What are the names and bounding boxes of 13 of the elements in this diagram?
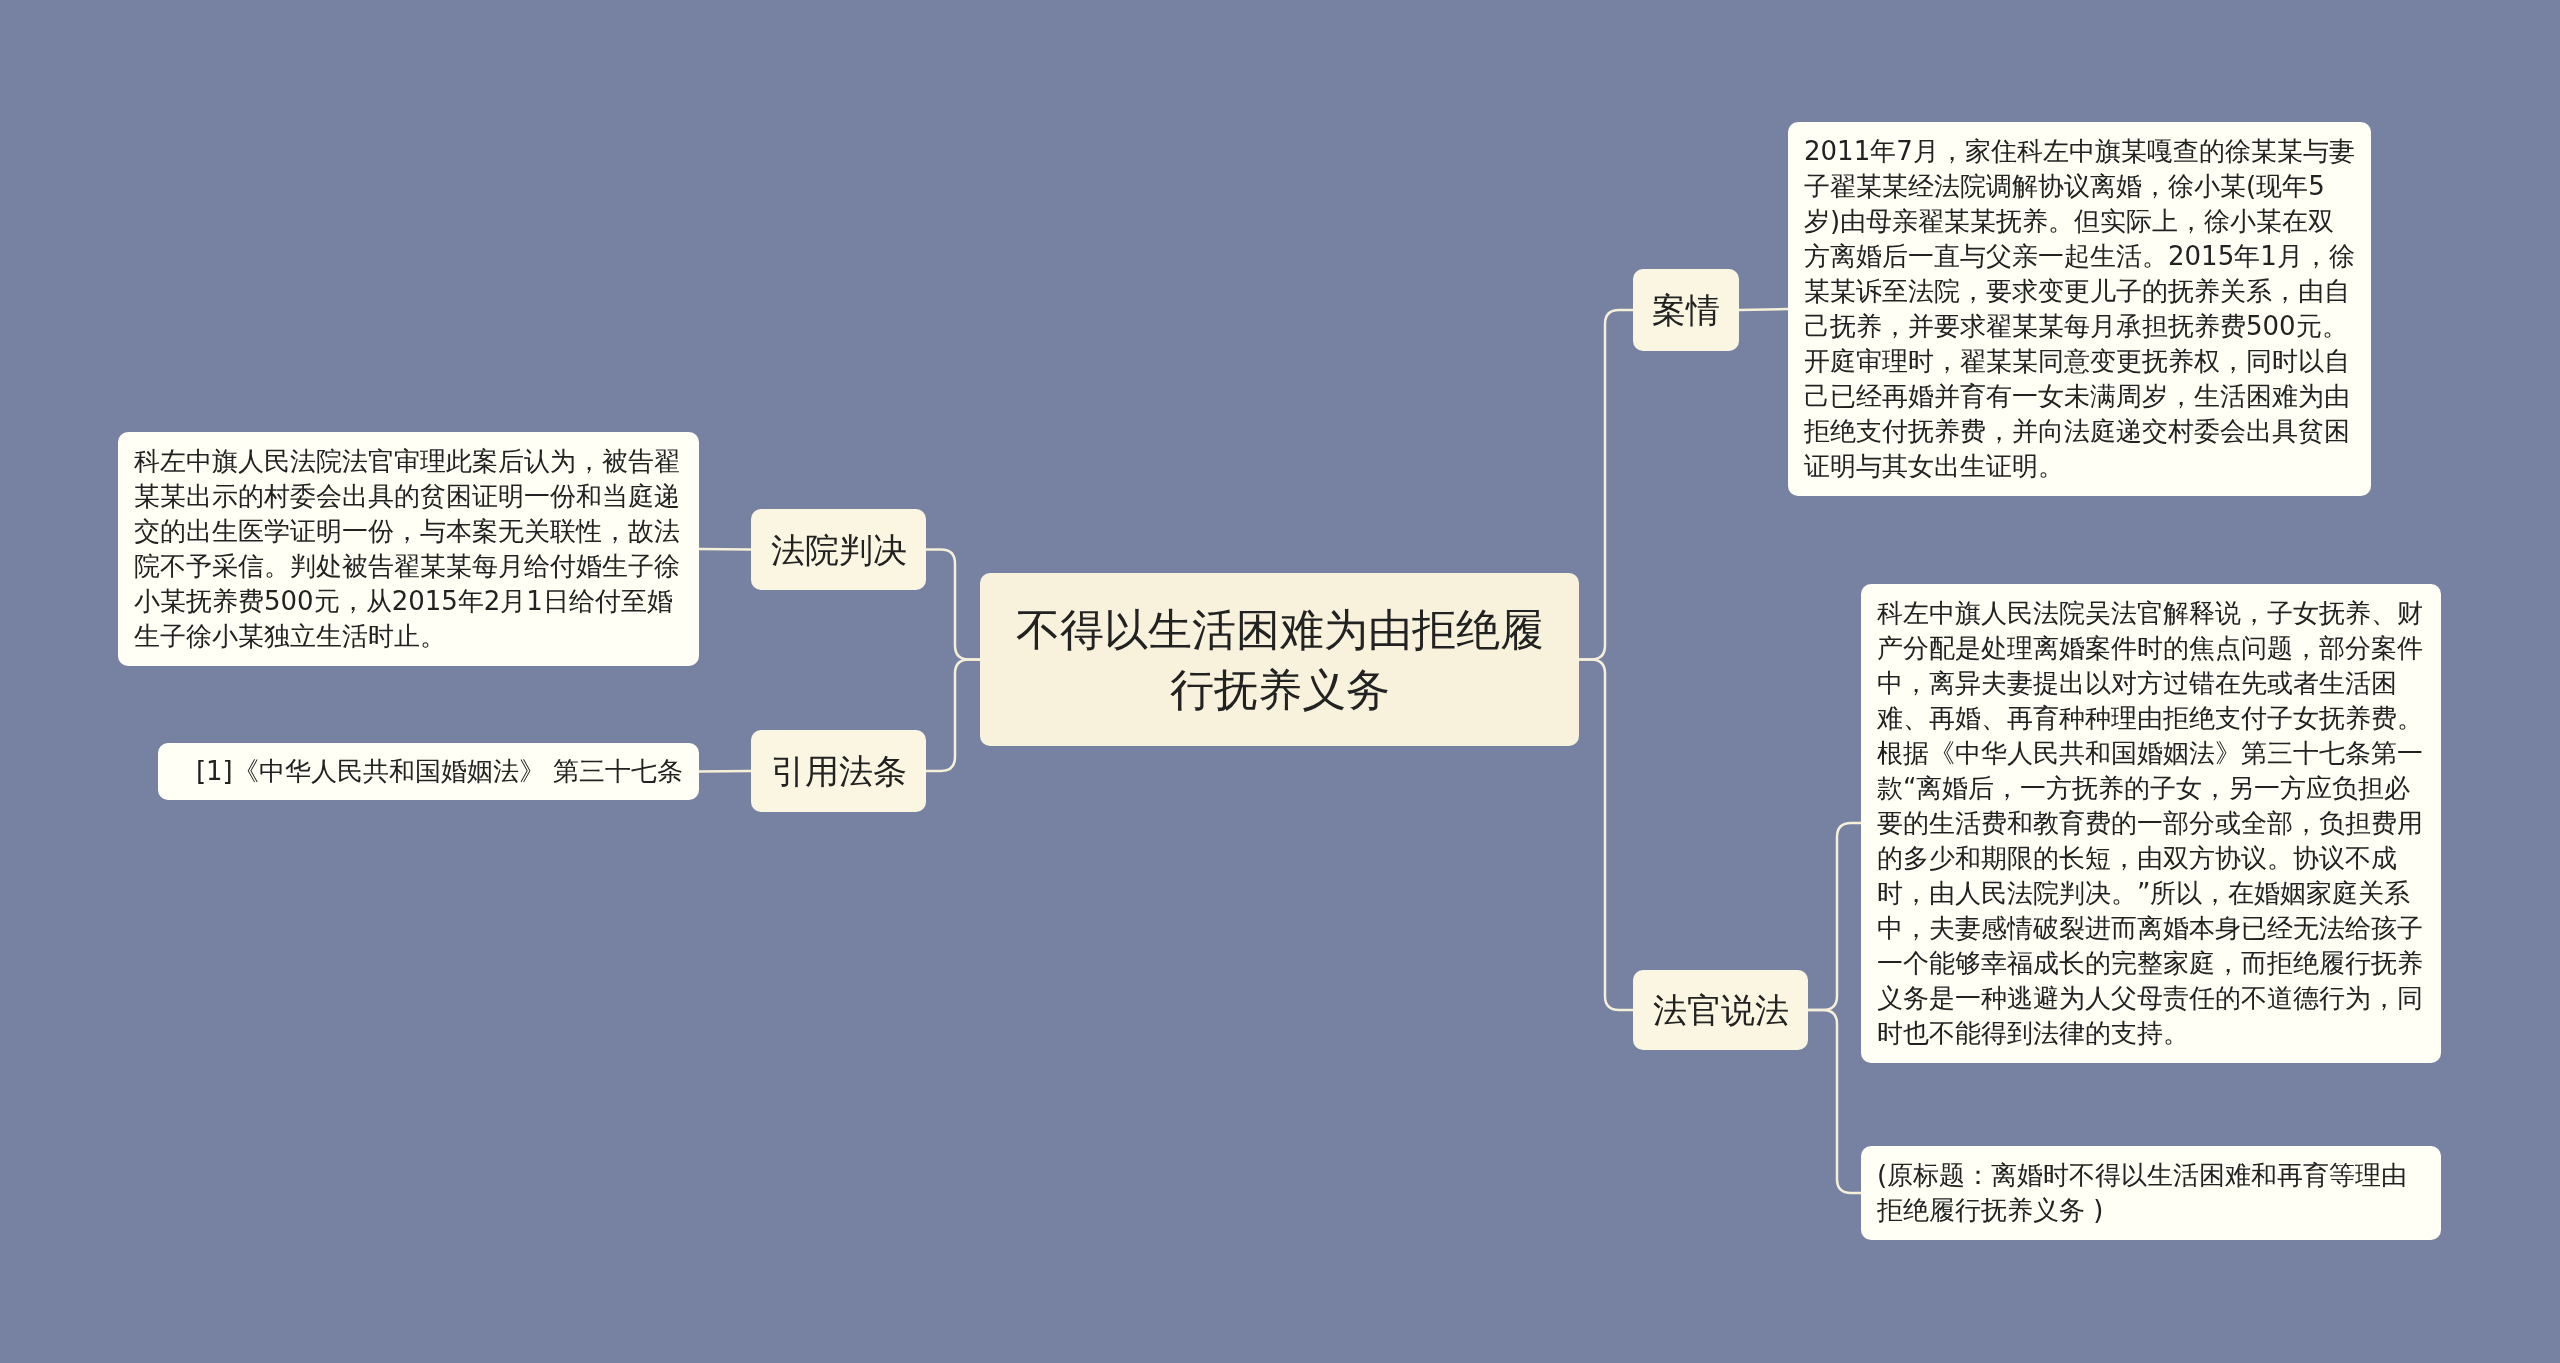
branch-topic-box: 法官说法: [1633, 970, 1808, 1050]
central-topic-box: 不得以生活困难为由拒绝履行抚养义务: [980, 573, 1579, 746]
connector-line: [1738, 307, 1789, 312]
branch-topic-box: 法院判决: [751, 509, 926, 590]
connector-line: [699, 769, 751, 773]
text-card: 2011年7月，家住科左中旗某嘎查的徐某某与妻子翟某某经法院调解协议离婚，徐小某(现年5岁)由母亲翟某某抚养。但实际上，徐小某在双方离婚后一直与父亲一起生活。2015年1月，徐某某诉至法院，要求变更儿子的抚养关系，由自己抚养，并要求翟某某每月承担抚养费500元。开庭审理时，翟某某同意变更抚养权，同时以自己已经再婚并育有一女未满周岁，生活困难为由拒绝支付抚养费，并向法庭递交村委会出具贫困证明与其女出生证明。: [1788, 122, 2371, 496]
connector-line: [699, 547, 751, 551]
branch-topic-box: 案情: [1633, 269, 1739, 351]
text-card: [1]《中华人民共和国婚姻法》 第三十七条: [158, 743, 699, 800]
text-card: 科左中旗人民法院吴法官解释说，子女抚养、财产分配是处理离婚案件时的焦点问题，部分案件中，离异夫妻提出以对方过错在先或者生活困难、再婚、再育种种理由拒绝支付子女抚养费。根据《中华人民共和国婚姻法》第三十七条第一款“离婚后，一方抚养的子女，另一方应负担必要的生活费和教育费的一部分或全部，负担费用的多少和期限的长短，由双方协议。协议不成时，由人民法院判决。”所以，在婚姻家庭关系中，夫妻感情破裂进而离婚本身已经无法给孩子一个能够幸福成长的完整家庭，而拒绝履行抚养义务是一种逃避为人父母责任的不道德行为，同时也不能得到法律的支持。: [1861, 583, 2441, 1063]
text-card: 科左中旗人民法院法官审理此案后认为，被告翟某某出示的村委会出具的贫困证明一份和当庭递交的出生医学证明一份，与本案无关联性，故法院不予采信。判处被告翟某某每月给付婚生子徐小某抚养费500元，从2015年2月1日给付至婚生子徐小某独立生活时止。: [118, 432, 699, 666]
branch-topic-box: 引用法条: [751, 730, 926, 812]
text-card: (原标题：离婚时不得以生活困难和再育等理由拒绝履行抚养义务 ): [1861, 1146, 2441, 1240]
